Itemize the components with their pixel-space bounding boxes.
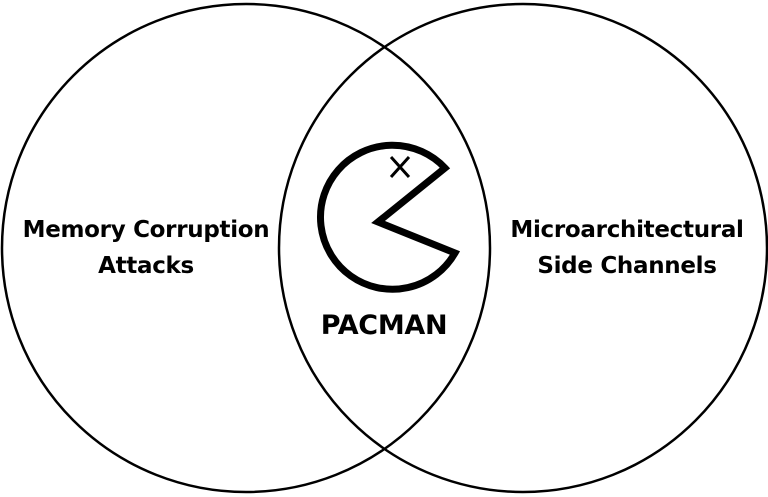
left-set-label-line2: Attacks: [98, 253, 194, 279]
pacman-icon: [317, 141, 461, 293]
intersection-label: PACMAN: [320, 310, 448, 341]
right-set-label-line2: Side Channels: [537, 253, 717, 279]
left-set-label-line1: Memory Corruption: [22, 217, 270, 243]
right-set-label-line1: Microarchitectural: [510, 217, 744, 243]
left-set-circle: [0, 2, 492, 494]
x-eye-icon: [389, 155, 411, 179]
right-set-circle: [277, 2, 768, 494]
left-set-label: Memory Corruption Attacks: [10, 212, 282, 284]
right-set-label: Microarchitectural Side Channels: [496, 212, 758, 284]
